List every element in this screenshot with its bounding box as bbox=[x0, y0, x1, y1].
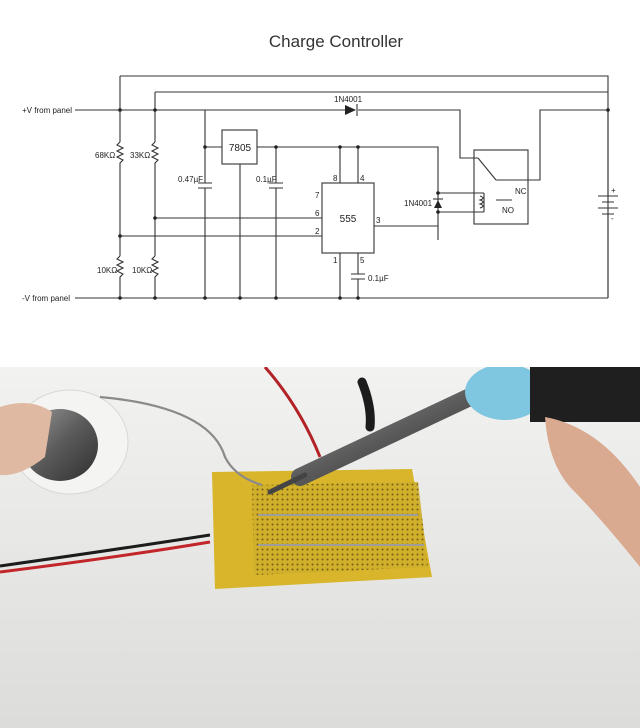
label-no: NO bbox=[502, 206, 514, 215]
label-diode-relay: 1N4001 bbox=[404, 199, 433, 208]
label-negative-panel: -V from panel bbox=[22, 294, 70, 303]
label-68k: 68KΩ bbox=[95, 151, 115, 160]
label-047uf: 0.47µF bbox=[178, 175, 203, 184]
label-diode-top: 1N4001 bbox=[334, 95, 363, 104]
schematic-title: Charge Controller bbox=[269, 32, 404, 51]
pin-4: 4 bbox=[360, 174, 365, 183]
relay-coil-icon bbox=[478, 193, 485, 212]
timer-bottom-pins bbox=[339, 253, 365, 298]
label-10k-b: 10KΩ bbox=[132, 266, 152, 275]
diode-top-icon bbox=[345, 105, 356, 115]
label-positive-panel: +V from panel bbox=[22, 106, 72, 115]
solder-wire bbox=[99, 395, 263, 487]
soldering-iron-handle bbox=[530, 367, 640, 422]
pin-6: 6 bbox=[315, 209, 320, 218]
battery-minus: - bbox=[611, 214, 614, 223]
capacitor-047uf bbox=[198, 147, 212, 298]
battery-plus: + bbox=[611, 186, 616, 195]
resistor-33k bbox=[150, 141, 160, 166]
label-7805: 7805 bbox=[229, 143, 252, 154]
solder-traces bbox=[258, 514, 424, 546]
label-01uf-a: 0.1µF bbox=[256, 175, 277, 184]
pin-7: 7 bbox=[315, 191, 320, 200]
right-hand-icon bbox=[545, 417, 640, 567]
relay bbox=[473, 149, 529, 225]
diode-relay-icon bbox=[434, 200, 442, 208]
label-01uf-b: 0.1µF bbox=[368, 274, 389, 283]
relay-contacts bbox=[477, 109, 608, 201]
left-hand-icon bbox=[0, 403, 52, 476]
resistor-10k-a bbox=[115, 255, 125, 280]
battery-icon bbox=[598, 110, 618, 298]
resistor-68k bbox=[115, 141, 125, 166]
resistor-10k-b bbox=[150, 255, 160, 280]
label-10k-a: 10KΩ bbox=[97, 266, 117, 275]
pin-2: 2 bbox=[315, 227, 320, 236]
label-555: 555 bbox=[340, 214, 357, 225]
perfboard-holes bbox=[252, 482, 428, 575]
junction-dots bbox=[118, 108, 610, 300]
red-wire-back bbox=[263, 367, 322, 458]
timer-input-wires bbox=[120, 217, 322, 237]
pin-3: 3 bbox=[376, 216, 381, 225]
black-wire bbox=[0, 533, 211, 568]
soldering-iron-shaft bbox=[291, 388, 479, 486]
pin-5: 5 bbox=[360, 256, 365, 265]
alligator-clip bbox=[357, 377, 375, 432]
relay-coil-wires bbox=[438, 192, 484, 213]
pin-8: 8 bbox=[333, 174, 338, 183]
charge-controller-schematic: Charge Controller 68KΩ 33KΩ 10KΩ 10KΩ 78… bbox=[22, 32, 618, 303]
soldering-iron-grip bbox=[465, 367, 545, 420]
label-nc: NC bbox=[515, 187, 527, 196]
timer-top-pins bbox=[339, 147, 359, 183]
label-33k: 33KΩ bbox=[130, 151, 150, 160]
red-wire bbox=[0, 540, 211, 574]
pin-1: 1 bbox=[333, 256, 338, 265]
capacitor-01uf-a bbox=[269, 147, 283, 298]
soldering-iron-tip bbox=[267, 472, 308, 495]
soldering-photo bbox=[0, 367, 640, 728]
